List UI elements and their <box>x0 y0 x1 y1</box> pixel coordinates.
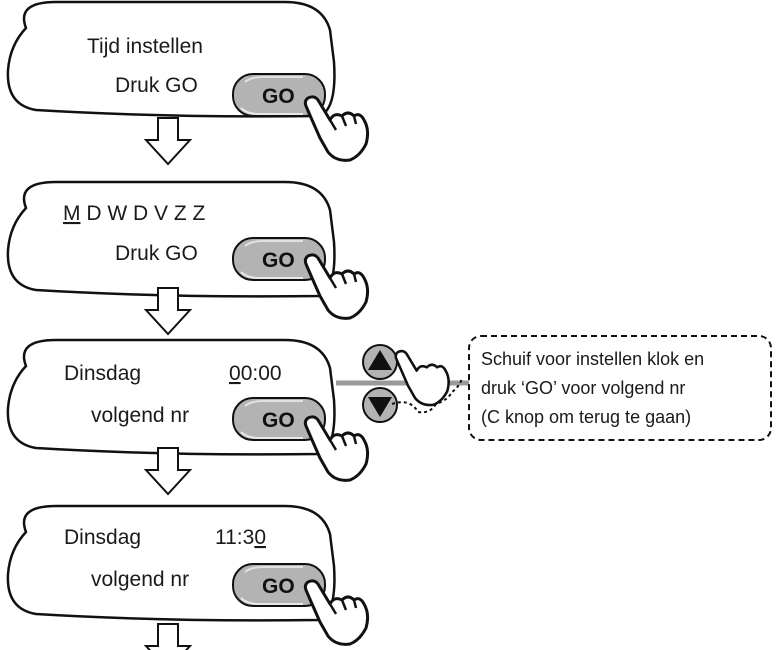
time-selected-digit: 0 <box>254 526 266 549</box>
go-button-1-label: GO <box>262 85 295 108</box>
time-rest: 0:00 <box>241 362 282 385</box>
screen-4-day: Dinsdag <box>64 526 141 549</box>
down-arrow-icon <box>145 117 191 165</box>
down-button[interactable] <box>362 387 398 423</box>
time-selected-digit: 0 <box>229 362 241 385</box>
weekday-rest: D W D V Z Z <box>81 202 206 225</box>
go-button-2-label: GO <box>262 249 295 272</box>
screen-3-prompt: volgend nr <box>91 404 189 427</box>
screen-1-title: Tijd instellen <box>87 35 203 58</box>
dotted-hand-path <box>391 377 463 414</box>
screen-4-time: 11:30 <box>215 526 266 549</box>
up-button[interactable] <box>362 344 398 380</box>
screen-2-prompt: Druk GO <box>115 242 198 265</box>
weekday-selected: M <box>63 202 81 225</box>
callout-line-1: Schuif voor instellen klok en <box>481 349 704 369</box>
weekday-letters: M D W D V Z Z <box>63 202 205 225</box>
go-button-4[interactable]: GO <box>232 563 326 607</box>
go-button-4-label: GO <box>262 575 295 598</box>
pointing-hand-icon <box>303 95 370 162</box>
pointing-hand-icon <box>303 253 370 320</box>
screen-3-day: Dinsdag <box>64 362 141 385</box>
go-button-2[interactable]: GO <box>232 237 326 281</box>
callout-line-3: (C knop om terug te gaan) <box>481 407 691 427</box>
go-button-3-label: GO <box>262 409 295 432</box>
screen-4-prompt: volgend nr <box>91 568 189 591</box>
screen-3-time: 00:00 <box>229 362 282 385</box>
lcd-screen-3: Dinsdag 00:00 volgend nr GO <box>6 338 370 482</box>
lcd-screen-4: Dinsdag 11:30 volgend nr GO <box>6 504 370 646</box>
pointing-hand-icon <box>303 579 370 646</box>
down-arrow-icon <box>145 623 191 650</box>
down-triangle-icon <box>368 397 392 417</box>
lcd-screen-1: Tijd instellen Druk GO GO <box>6 0 370 162</box>
pointing-hand-icon <box>303 415 370 482</box>
up-triangle-icon <box>368 350 392 370</box>
pointing-hand-icon <box>394 349 450 407</box>
instruction-callout: Schuif voor instellen klok en druk ‘GO’ … <box>468 335 772 441</box>
go-button-1[interactable]: GO <box>232 73 326 117</box>
time-prefix: 11:3 <box>215 526 254 549</box>
callout-line-2: druk ‘GO’ voor volgend nr <box>481 378 685 398</box>
go-button-3[interactable]: GO <box>232 397 326 441</box>
screen-1-prompt: Druk GO <box>115 74 198 97</box>
lcd-screen-2: M D W D V Z Z Druk GO GO <box>6 180 370 320</box>
